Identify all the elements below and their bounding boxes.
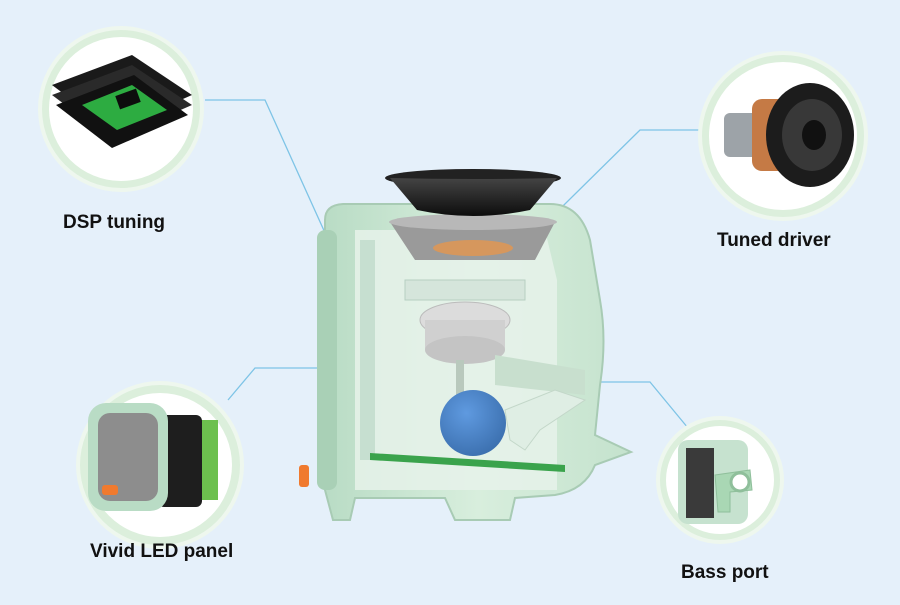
dsp-chip-badge xyxy=(42,30,200,188)
bass-port-label: Bass port xyxy=(681,562,769,583)
led-panel-badge xyxy=(80,385,240,545)
led-panel-icon xyxy=(88,393,232,537)
driver-badge xyxy=(702,55,864,217)
bass-port-icon xyxy=(666,426,774,534)
tuned-driver-label: Tuned driver xyxy=(717,230,831,251)
bass-port-badge xyxy=(660,420,780,540)
vivid-led-panel-label: Vivid LED panel xyxy=(90,541,234,562)
callout-line-led xyxy=(227,367,330,401)
circuit-board-icon xyxy=(49,37,193,181)
speaker-cutaway-illustration xyxy=(299,169,634,521)
speaker-driver-icon xyxy=(709,62,857,210)
dsp-tuning-label: DSP tuning xyxy=(63,212,166,233)
